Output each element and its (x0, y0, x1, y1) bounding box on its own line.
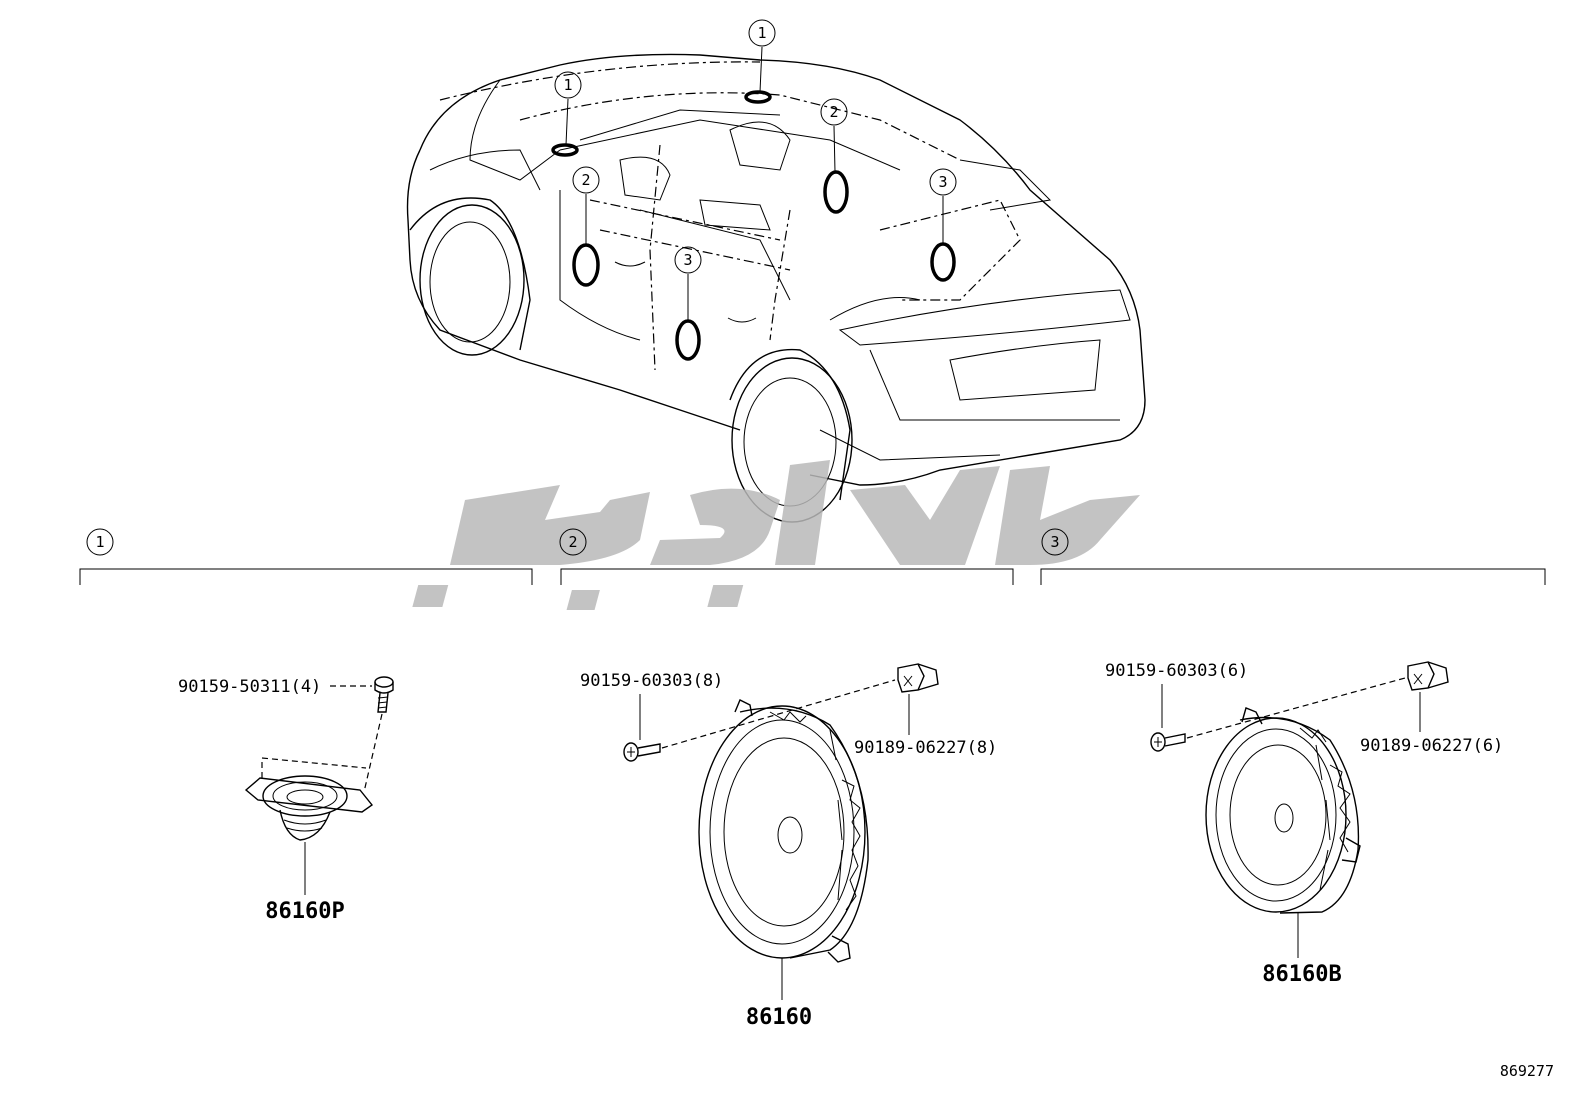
svg-text:2: 2 (829, 103, 838, 121)
speaker-86160B (1205, 707, 1361, 914)
tweeter-marker-left (551, 143, 579, 157)
front-door-speaker-marker-left (572, 243, 600, 287)
fastener-label-90189-06227-6: 90189-06227(6) (1360, 736, 1503, 756)
svg-text:2: 2 (568, 533, 577, 551)
group-3-rear-speaker: 90159-60303(6) 90189-06227(6) (1105, 661, 1503, 987)
tweeter-86160P (244, 757, 374, 841)
speaker-86160 (698, 699, 869, 963)
svg-text:3: 3 (938, 173, 947, 191)
diagram-reference-number: 869277 (1500, 1062, 1554, 1080)
clip-nut-icon (1407, 661, 1449, 691)
svg-text:1: 1 (95, 533, 104, 551)
group-bracket-2: 2 (559, 528, 1014, 585)
rear-door-speaker-marker-right (930, 242, 956, 282)
fastener-label-90159-60303-6: 90159-60303(6) (1105, 661, 1248, 681)
clip-nut-icon (897, 663, 939, 693)
tweeter-marker-right (744, 90, 772, 104)
group-bracket-3: 3 (1040, 528, 1546, 585)
part-number-86160P: 86160P (265, 899, 344, 924)
svg-text:3: 3 (683, 251, 692, 269)
svg-text:1: 1 (563, 76, 572, 94)
vehicle-overview: 1 1 2 2 3 3 (406, 19, 1146, 523)
fastener-label-90189-06227-8: 90189-06227(8) (854, 738, 997, 758)
watermark-logo (412, 460, 1140, 610)
fastener-label-90159-60303-8: 90159-60303(8) (580, 671, 723, 691)
vehicle-callout-3a: 3 (674, 246, 702, 274)
group-1-tweeter: 90159-50311(4) 86160P (178, 676, 394, 924)
part-number-86160B: 86160B (1262, 962, 1341, 987)
vehicle-callout-1b: 1 (748, 19, 776, 47)
rear-door-speaker-marker-left (675, 319, 701, 361)
screw-icon (374, 676, 394, 713)
front-door-speaker-marker-right (823, 170, 849, 214)
group-bracket-1: 1 (79, 528, 533, 585)
vehicle-callout-3b: 3 (929, 168, 957, 196)
svg-text:1: 1 (757, 24, 766, 42)
vehicle-callout-2b: 2 (820, 98, 848, 126)
svg-text:2: 2 (581, 171, 590, 189)
group-2-front-speaker: 90159-60303(8) 90189-06227(8) (580, 663, 997, 1030)
part-number-86160: 86160 (746, 1005, 812, 1030)
svg-text:3: 3 (1050, 533, 1059, 551)
screw-icon (1150, 732, 1186, 752)
vehicle-callout-1a: 1 (554, 71, 582, 99)
vehicle-callout-2a: 2 (572, 166, 600, 194)
fastener-label-90159-50311: 90159-50311(4) (178, 677, 321, 697)
screw-icon (623, 742, 661, 762)
